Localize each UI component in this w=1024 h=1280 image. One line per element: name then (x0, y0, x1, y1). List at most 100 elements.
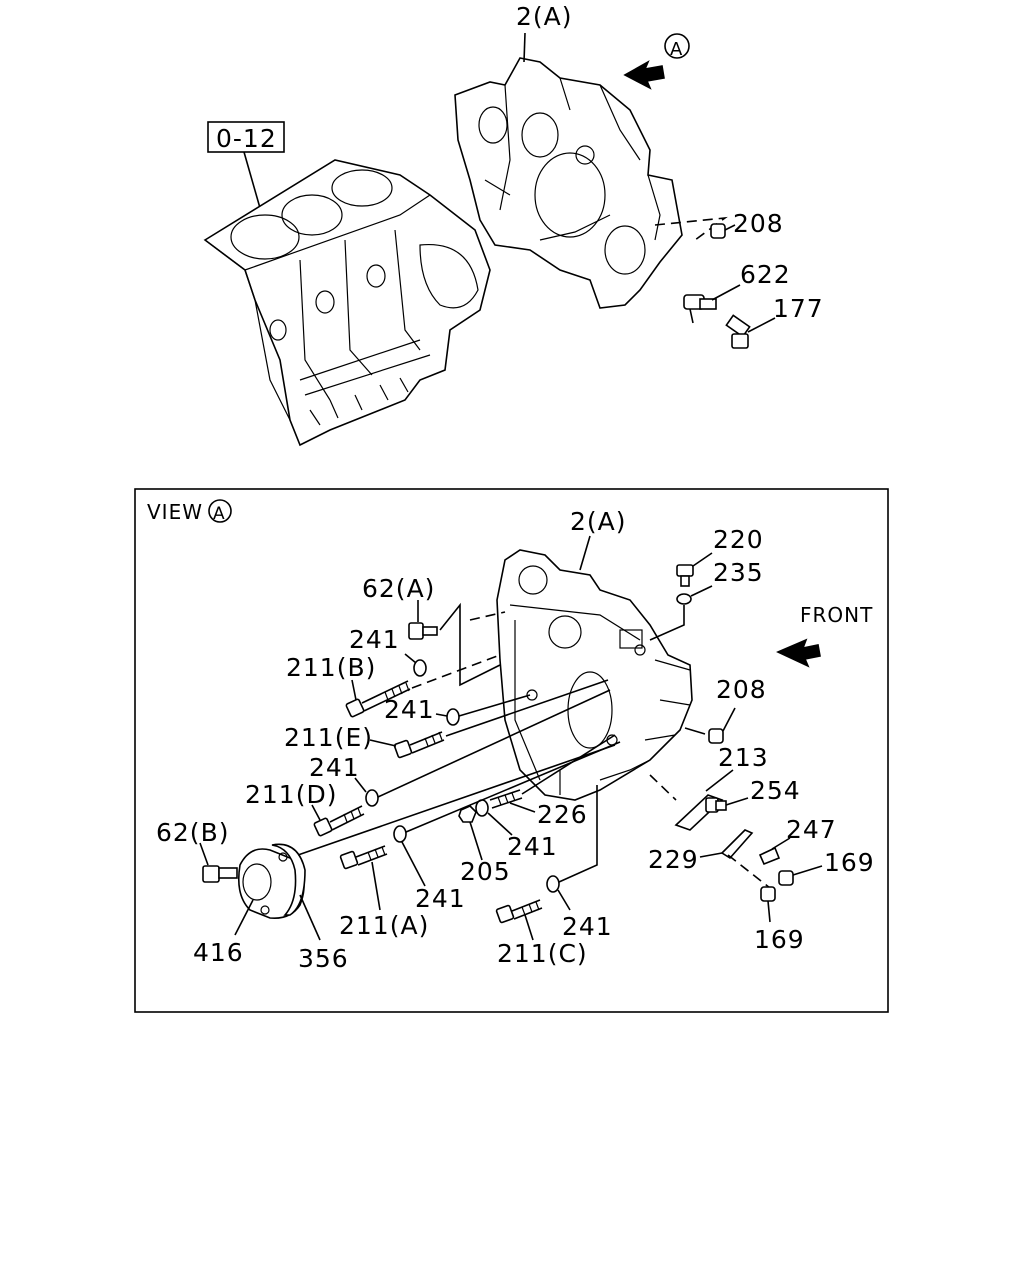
label-62a: 62(A) (362, 574, 435, 603)
label-229: 229 (648, 845, 699, 874)
label-247: 247 (786, 815, 837, 844)
part-254 (705, 797, 727, 813)
part-241-b (446, 708, 460, 726)
label-62b: 62(B) (156, 818, 229, 847)
front-label: FRONT (800, 603, 873, 627)
part-241-a (413, 659, 427, 677)
part-211e (393, 731, 445, 759)
dash-62a (469, 611, 506, 621)
housing-label-top: 2(A) (516, 2, 573, 31)
leader-220 (692, 552, 713, 567)
label-622: 622 (740, 260, 791, 289)
part-205 (458, 805, 477, 823)
part-177 (725, 314, 751, 349)
label-241-b: 241 (384, 695, 435, 724)
label-241-e: 241 (415, 884, 466, 913)
leader-213 (705, 769, 734, 792)
leader-208-tick (724, 224, 736, 231)
part-241-f (546, 875, 560, 893)
flywheel-housing-view (496, 549, 693, 801)
view-title-circle (208, 499, 232, 523)
leader-416 (234, 899, 254, 936)
housing-label-view: 2(A) (570, 507, 627, 536)
label-169-a: 169 (824, 848, 875, 877)
view-marker-label: A (670, 39, 683, 60)
label-356: 356 (298, 944, 349, 973)
leader-241-b (435, 713, 448, 717)
reference-leader (243, 151, 263, 216)
label-254: 254 (750, 776, 801, 805)
view-title-marker: A (213, 504, 226, 524)
part-356 (271, 843, 306, 916)
leader-62a-path (439, 602, 501, 687)
leader-241-e (401, 841, 426, 887)
part-62a (408, 622, 438, 640)
leader-208-top (654, 216, 728, 241)
leader-169-a (792, 865, 823, 876)
leader-62b (199, 842, 209, 866)
part-169-b (760, 886, 776, 902)
label-220: 220 (713, 525, 764, 554)
arrow-icon (623, 60, 665, 90)
line-241-b (458, 694, 531, 717)
part-241-c (365, 789, 379, 807)
housing-leader-view (579, 535, 591, 571)
line-356 (297, 744, 616, 856)
dash-229 (727, 854, 771, 889)
leader-211b (351, 679, 357, 701)
leader-235 (690, 585, 713, 597)
part-211c (495, 899, 543, 924)
leader-241-a (404, 653, 417, 664)
part-416 (237, 848, 305, 920)
housing-leader-top (523, 32, 526, 63)
label-213: 213 (718, 743, 769, 772)
label-211b: 211(B) (286, 653, 376, 682)
leader-247 (771, 837, 791, 850)
leader-208-view (722, 707, 736, 732)
leader-241-f (557, 889, 571, 911)
part-235 (676, 593, 692, 605)
label-416: 416 (193, 938, 244, 967)
leader-356 (299, 894, 321, 941)
leader-211a (371, 861, 381, 911)
leader-254 (725, 797, 749, 806)
leader-229 (699, 852, 723, 858)
label-211a: 211(A) (339, 911, 429, 940)
label-177: 177 (773, 294, 824, 323)
part-211d (313, 805, 365, 837)
part-62b (202, 865, 238, 883)
part-220 (676, 564, 694, 587)
label-211e: 211(E) (284, 723, 373, 752)
line-241-e (405, 741, 621, 833)
part-211b (345, 680, 411, 718)
label-208-view: 208 (716, 675, 767, 704)
flywheel-housing-top (454, 57, 683, 309)
leader-177 (747, 317, 776, 333)
part-247 (758, 846, 781, 866)
label-241-d: 241 (507, 832, 558, 861)
label-211c: 211(C) (497, 939, 588, 968)
part-169-a (778, 870, 794, 886)
part-208-view (708, 728, 724, 744)
part-208-top (710, 223, 726, 239)
leader-235-drop (649, 605, 685, 641)
reference-label: 0-12 (216, 124, 277, 153)
arrow-icon (776, 638, 821, 668)
label-208-top: 208 (733, 209, 784, 238)
part-241-e (393, 825, 407, 843)
label-211d: 211(D) (245, 780, 337, 809)
leader-241-d (487, 812, 513, 836)
label-226: 226 (537, 800, 588, 829)
label-241-a: 241 (349, 625, 400, 654)
cylinder-block (203, 159, 491, 447)
part-622 (683, 294, 717, 324)
leader-622 (711, 284, 741, 301)
leader-211c (524, 914, 534, 941)
view-title: VIEW (147, 500, 203, 524)
leader-211d (311, 804, 321, 821)
reference-box (207, 121, 285, 153)
dash-213 (649, 774, 677, 801)
label-205: 205 (460, 857, 511, 886)
part-229 (720, 829, 754, 860)
